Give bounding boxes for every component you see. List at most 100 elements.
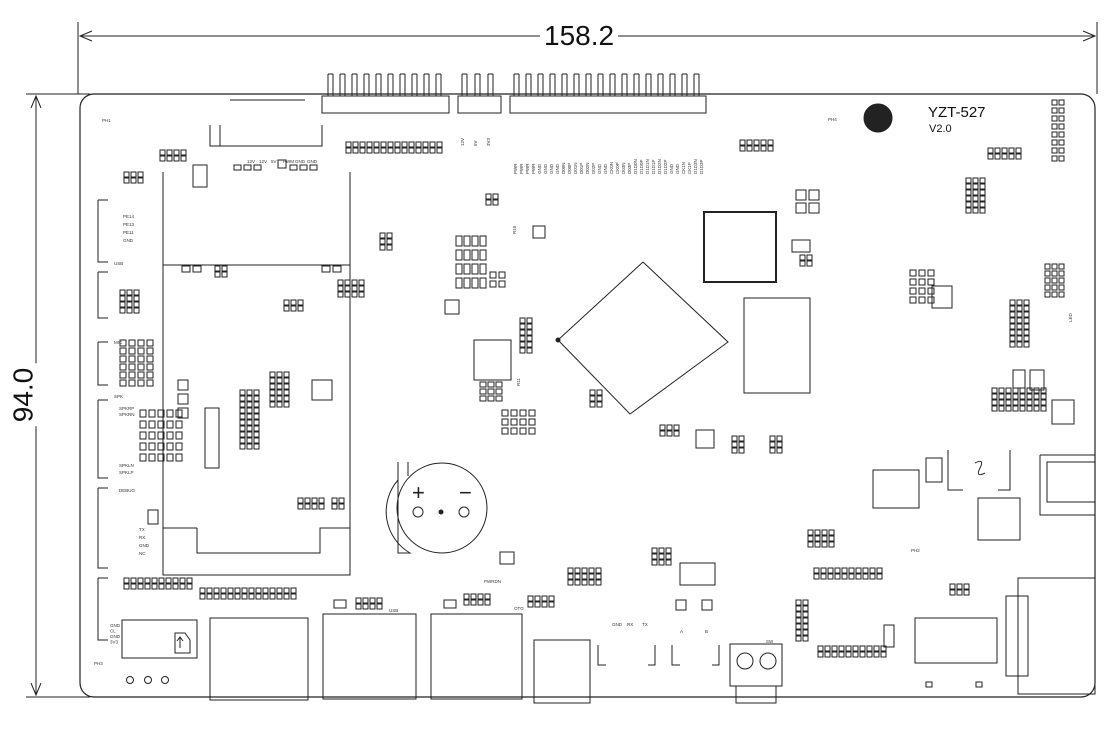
component-pad — [239, 407, 246, 414]
component-pad — [137, 583, 144, 590]
component-pad — [1015, 147, 1022, 154]
component-pad — [128, 339, 136, 347]
component-pad — [998, 405, 1005, 412]
component-pad — [548, 595, 555, 602]
component-pad — [318, 503, 325, 510]
component-pad — [574, 579, 581, 586]
component-pad — [246, 395, 253, 402]
component-pad — [137, 363, 145, 371]
dc-jack — [1039, 454, 1095, 516]
component-pad — [394, 141, 401, 148]
component-pad — [665, 553, 672, 560]
component-pad — [1044, 270, 1051, 277]
component-pad — [139, 453, 147, 462]
component-pad — [802, 629, 809, 636]
component-pad — [827, 573, 834, 580]
component-pad — [239, 401, 246, 408]
component-pad — [866, 645, 873, 652]
component-pad — [144, 583, 151, 590]
component-pad — [965, 177, 972, 184]
top-pin-header-left — [321, 73, 700, 114]
component-pad — [1012, 405, 1019, 412]
component-pad — [659, 430, 666, 437]
component-pad — [949, 589, 956, 596]
component-pad — [972, 195, 979, 202]
component-pad — [157, 409, 165, 418]
component-pad — [510, 418, 518, 426]
component-pad — [290, 587, 297, 594]
component-pad — [477, 599, 484, 606]
component-pad — [119, 307, 126, 314]
component-pad — [1026, 393, 1033, 400]
component-pad — [795, 605, 802, 612]
component-pad — [151, 577, 158, 584]
component-pad — [848, 567, 855, 574]
component-pad — [666, 424, 673, 431]
component-pad — [873, 651, 880, 658]
component-pad — [510, 409, 518, 417]
component-pad — [166, 149, 173, 156]
component-pad — [186, 583, 193, 590]
component-pad — [527, 595, 534, 602]
component-pad — [123, 177, 130, 184]
component-pad — [738, 447, 745, 454]
component-pad — [137, 347, 145, 355]
component-pad — [175, 420, 183, 429]
component-pad — [1016, 299, 1023, 306]
component-pad — [345, 141, 352, 148]
component-pad — [311, 379, 333, 401]
component-pad — [331, 497, 338, 504]
component-pad — [731, 441, 738, 448]
component-pad — [221, 271, 228, 278]
component-pad — [859, 645, 866, 652]
header-pin — [351, 73, 358, 96]
component-pad — [1023, 305, 1030, 312]
component-pad — [192, 265, 202, 273]
component-pad — [548, 601, 555, 608]
component-pad — [146, 363, 154, 371]
component-pad — [137, 379, 145, 387]
component-pad — [123, 577, 130, 584]
component-pad — [806, 260, 813, 267]
component-pad — [855, 567, 862, 574]
component-pad — [1001, 147, 1008, 154]
component-pad — [820, 573, 827, 580]
component-pad — [769, 441, 776, 448]
component-pad — [359, 147, 366, 154]
component-pad — [1005, 393, 1012, 400]
component-pad — [220, 587, 227, 594]
component-pad — [1026, 405, 1033, 412]
component-pad — [206, 587, 213, 594]
component-pad — [331, 503, 338, 510]
component-pad — [1058, 284, 1065, 291]
soc-chip — [557, 261, 729, 415]
component-pad — [126, 307, 133, 314]
component-pad — [489, 271, 497, 279]
component-pad — [567, 579, 574, 586]
component-pad — [767, 145, 774, 152]
component-pad — [776, 435, 783, 442]
component-pad — [1033, 399, 1040, 406]
component-pad — [148, 420, 156, 429]
header-pin — [399, 73, 406, 96]
component-pad — [701, 599, 713, 611]
header-pin — [435, 73, 442, 96]
component-pad — [276, 587, 283, 594]
component-pad — [321, 265, 331, 273]
board-outline — [79, 93, 1096, 698]
component-pad — [821, 529, 828, 536]
component-pad — [485, 199, 492, 206]
component-pad — [344, 279, 351, 286]
component-pad — [795, 611, 802, 618]
component-pad — [1009, 305, 1016, 312]
component-pad — [526, 335, 533, 342]
component-pad — [1009, 329, 1016, 336]
component-pad — [1044, 263, 1051, 270]
component-pad — [304, 503, 311, 510]
component-pad — [909, 269, 917, 277]
component-pad — [123, 583, 130, 590]
component-pad — [498, 271, 506, 279]
component-pad — [834, 567, 841, 574]
component-pad — [1019, 405, 1026, 412]
component-pad — [651, 559, 658, 566]
